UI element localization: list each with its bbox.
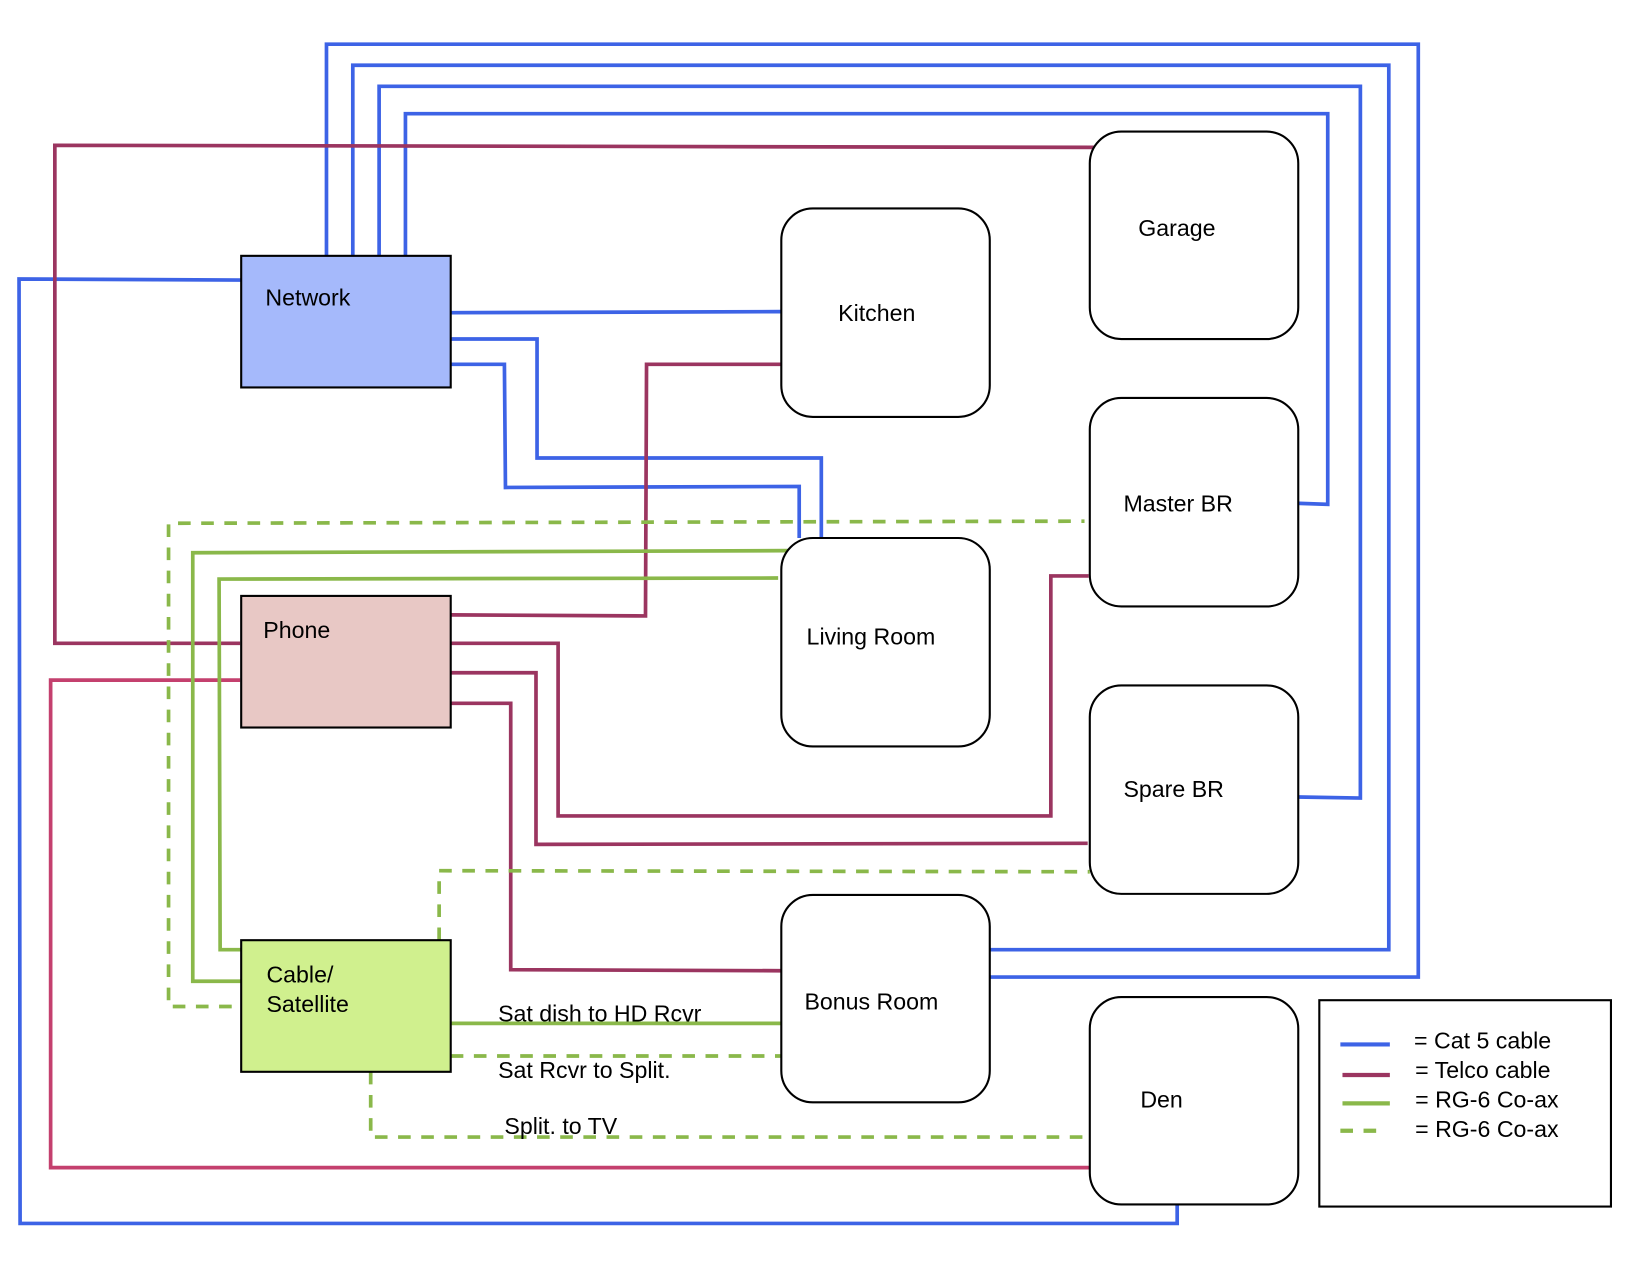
cable-label-line1: Cable/ [266,961,334,987]
telco-phone-to-den [48,678,1090,1170]
master-br-label: Master BR [1123,491,1232,517]
legend-label-cat5: = Cat 5 cable [1414,1028,1551,1054]
network-box: Network [240,254,452,389]
annotation-sat-rcvr: Sat Rcvr to Split. [498,1057,670,1083]
legend-label-coax-dashed: = RG-6 Co-ax [1415,1116,1559,1142]
phone-label: Phone [263,617,330,643]
room-kitchen: Kitchen [780,207,991,418]
cable-label-line2: Satellite [266,991,348,1017]
phone-box: Phone [240,594,452,729]
garage-label: Garage [1138,215,1215,241]
room-bonus-room: Bonus Room [780,893,991,1104]
room-den: Den [1088,995,1300,1206]
cat5-network-to-master-br [403,111,1330,507]
annotation-sat-dish: Sat dish to HD Rcvr [498,1000,702,1026]
room-living-room: Living Room [780,536,991,748]
network-label: Network [265,284,350,310]
room-garage: Garage [1088,130,1300,341]
legend: = Cat 5 cable = Telco cable = RG-6 Co-ax… [1318,999,1613,1208]
telco-phone-to-garage [52,143,1096,646]
cat5-network-to-bonus-room-outer [324,42,1421,979]
annotation-split-tv: Split. to TV [504,1113,617,1139]
telco-phone-to-bonus-room [450,701,782,973]
coax-dashed-split-to-tv [368,1071,1085,1139]
legend-label-telco: = Telco cable [1415,1057,1550,1083]
cat5-network-to-den [17,277,1180,1226]
coax-cable-to-living-room-b [217,576,779,952]
spare-br-label: Spare BR [1123,776,1223,802]
coax-cable-to-living-room-a [190,548,788,984]
cable-satellite-box: Cable/ Satellite [240,939,452,1073]
room-spare-br: Spare BR [1088,684,1300,895]
bonus-room-label: Bonus Room [804,989,938,1015]
telco-phone-to-spare-br [450,670,1088,847]
cat5-network-to-living-room-b [450,362,802,539]
den-label: Den [1140,1087,1182,1113]
living-room-label: Living Room [807,623,936,649]
cat5-network-to-spare-br [377,84,1363,800]
cat5-network-to-bonus-room-inner [350,63,1391,952]
telco-phone-to-kitchen [450,362,782,618]
coax-dashed-cable-to-master-br [166,519,1085,1009]
coax-dashed-cable-to-spare-br [437,868,1090,941]
telco-phone-to-master-br [450,574,1089,818]
room-master-br: Master BR [1088,396,1300,608]
kitchen-label: Kitchen [838,300,915,326]
cat5-network-to-living-room-a [450,337,824,539]
cat5-network-to-kitchen [450,309,782,315]
legend-label-coax: = RG-6 Co-ax [1415,1087,1559,1113]
